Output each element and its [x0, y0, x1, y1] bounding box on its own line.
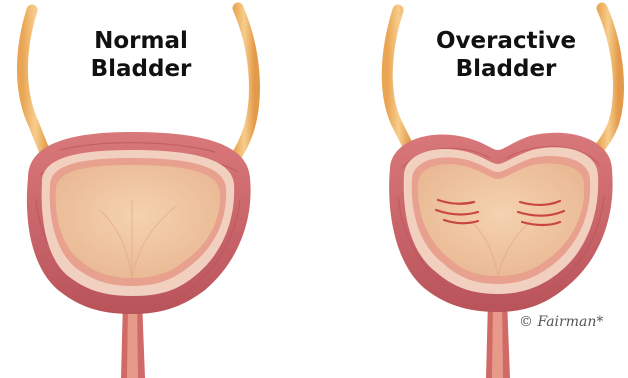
left-ureter — [387, 10, 410, 150]
right-ureter — [598, 8, 618, 150]
title-line: Bladder — [421, 55, 591, 83]
title-line: Overactive — [421, 27, 591, 55]
normal-bladder-title: Normal Bladder — [56, 27, 226, 83]
left-ureter — [22, 10, 48, 160]
right-ureter — [234, 8, 254, 160]
title-line: Normal — [56, 27, 226, 55]
artist-signature: © Fairman* — [519, 314, 603, 330]
title-line: Bladder — [56, 55, 226, 83]
overactive-bladder-title: Overactive Bladder — [421, 27, 591, 83]
